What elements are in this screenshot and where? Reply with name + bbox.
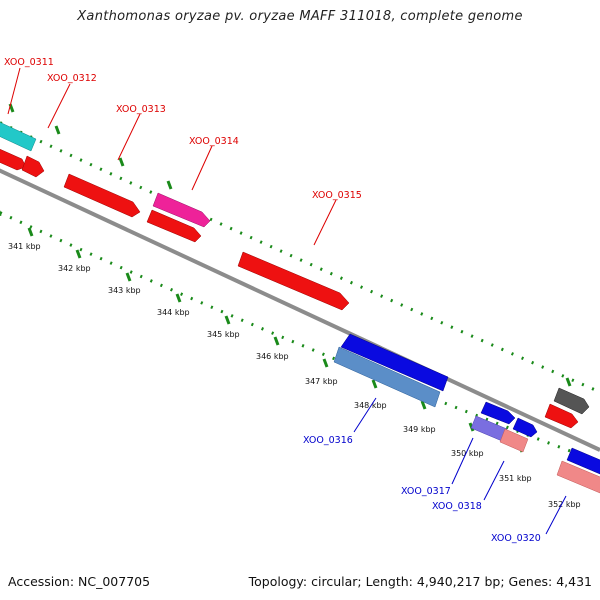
scale-label: 347 kbp (305, 377, 338, 386)
gene-features (0, 120, 600, 494)
gene-arrow[interactable] (340, 333, 449, 392)
scale-label: 344 kbp (157, 308, 190, 317)
scale-label: 342 kbp (58, 264, 91, 273)
gene-label-xoo-0317[interactable]: XOO_0317 (401, 486, 451, 497)
major-ticks (0, 103, 572, 474)
gene-arrow[interactable] (146, 209, 202, 243)
scale-labels: 341 kbp 342 kbp 343 kbp 344 kbp 345 kbp … (8, 242, 581, 509)
gene-arrow[interactable] (512, 417, 538, 438)
gene-label-xoo-0316[interactable]: XOO_0316 (303, 435, 353, 446)
gene-arrow-xoo-0320[interactable] (556, 460, 600, 494)
page-title: Xanthomonas oryzae pv. oryzae MAFF 31101… (77, 9, 523, 24)
scale-label: 345 kbp (207, 330, 240, 339)
label-leader-lines (7, 67, 567, 535)
gene-arrow[interactable] (480, 401, 516, 425)
genome-backbone (0, 168, 600, 452)
gene-arrow-xoo-0315[interactable] (237, 251, 350, 311)
scale-label: 351 kbp (499, 474, 532, 483)
scale-label: 343 kbp (108, 286, 141, 295)
scale-label: 350 kbp (451, 449, 484, 458)
gene-labels: XOO_0311 XOO_0312 XOO_0313 XOO_0314 XOO_… (4, 57, 541, 544)
gene-arrow[interactable] (566, 447, 600, 475)
gene-label-xoo-0320[interactable]: XOO_0320 (491, 533, 541, 544)
scale-tick-track (0, 210, 600, 464)
scale-label: 348 kbp (354, 401, 387, 410)
genome-summary-text: Topology: circular; Length: 4,940,217 bp… (248, 574, 592, 589)
gene-arrow-xoo-0311[interactable] (0, 120, 37, 152)
gene-arrow[interactable] (544, 403, 579, 429)
gene-arrow-xoo-0316[interactable] (333, 346, 441, 408)
gene-label-xoo-0311[interactable]: XOO_0311 (4, 57, 54, 68)
gene-label-xoo-0315[interactable]: XOO_0315 (312, 190, 362, 201)
scale-label: 349 kbp (403, 425, 436, 434)
gene-label-xoo-0314[interactable]: XOO_0314 (189, 136, 239, 147)
gene-arrow[interactable] (21, 155, 45, 178)
gene-label-xoo-0318[interactable]: XOO_0318 (432, 501, 482, 512)
gene-label-xoo-0312[interactable]: XOO_0312 (47, 73, 97, 84)
scale-label: 341 kbp (8, 242, 41, 251)
gene-label-xoo-0313[interactable]: XOO_0313 (116, 104, 166, 115)
scale-label: 346 kbp (256, 352, 289, 361)
scale-label: 352 kbp (548, 500, 581, 509)
gene-arrow-xoo-0313[interactable] (63, 173, 141, 218)
gene-arrow-xoo-0318[interactable] (499, 428, 529, 453)
accession-text: Accession: NC_007705 (8, 574, 151, 589)
gene-arrow[interactable] (553, 387, 590, 415)
gene-arrow[interactable] (0, 147, 27, 171)
gene-arrow-xoo-0314[interactable] (152, 192, 211, 228)
